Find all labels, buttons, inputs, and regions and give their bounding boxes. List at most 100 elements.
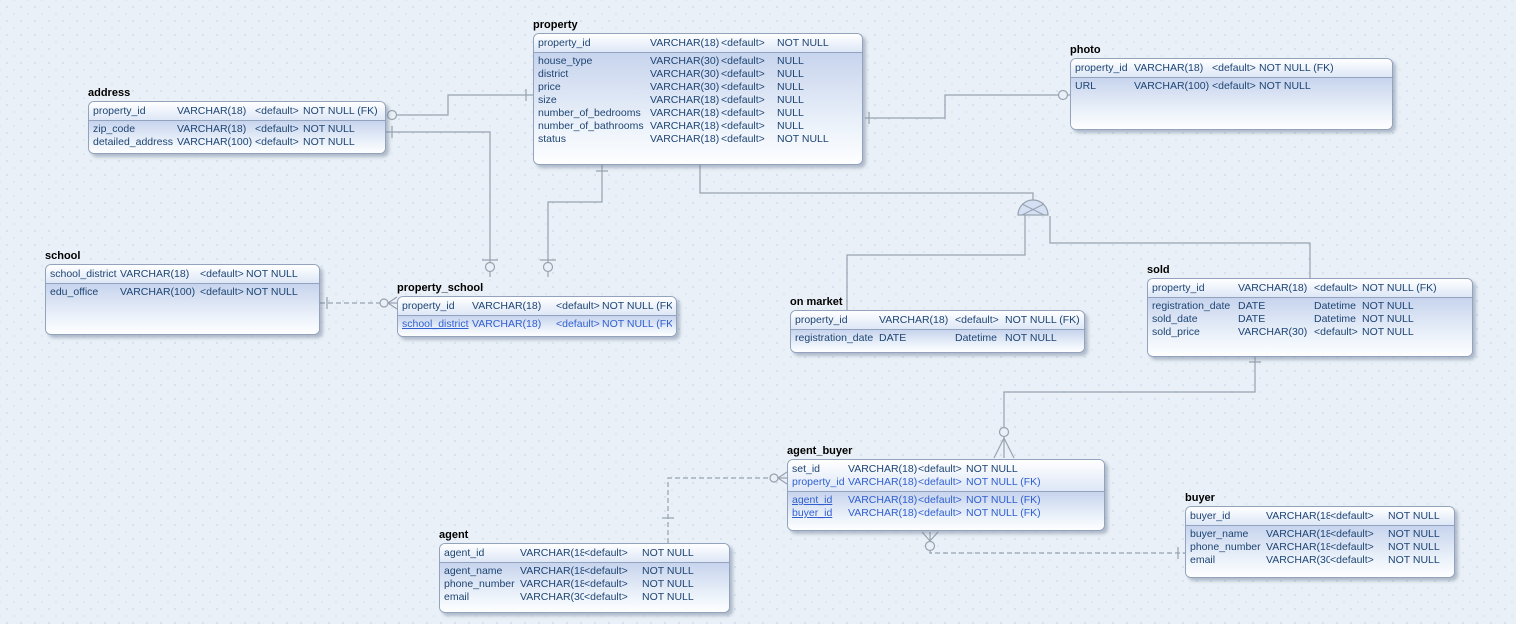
- relationship-property-category[interactable]: [699, 165, 1034, 200]
- relationship-address-property_school[interactable]: [386, 126, 498, 277]
- attr-constraint: NOT NULL: [1005, 332, 1057, 344]
- attr-type: VARCHAR(18): [1266, 528, 1330, 540]
- attr-name: property_id: [1152, 282, 1205, 294]
- relationship-property-photo[interactable]: [865, 89, 1070, 125]
- relationship-category-on_market[interactable]: [846, 215, 1026, 310]
- attr-name: property_id: [538, 37, 591, 49]
- attr-type: VARCHAR(18): [520, 578, 584, 590]
- attr-constraint: NOT NULL (FK): [1259, 62, 1334, 74]
- category-discriminator-icon[interactable]: [1017, 199, 1049, 216]
- attr-name: URL: [1075, 80, 1097, 92]
- attr-constraint: NOT NULL: [1259, 80, 1311, 92]
- attr-name: agent_id: [444, 547, 485, 559]
- attr-default: Datetime: [1314, 300, 1357, 312]
- attr-default: <default>: [918, 463, 962, 475]
- entity-label-sold: sold: [1147, 264, 1170, 276]
- attr-constraint: NULL: [777, 55, 804, 67]
- relationship-school-property_school[interactable]: [320, 296, 398, 310]
- attr-name: school_district: [50, 268, 117, 280]
- attr-default: <default>: [584, 547, 628, 559]
- relationship-agent-agent_buyer[interactable]: [662, 471, 788, 543]
- attr-name: price: [538, 81, 561, 93]
- attr-constraint: NOT NULL: [1362, 326, 1414, 338]
- attr-constraint: NOT NULL: [246, 268, 298, 280]
- attr-name: set_id: [792, 463, 821, 475]
- attr-name: number_of_bedrooms: [538, 107, 641, 119]
- attr-name: edu_office: [50, 286, 99, 298]
- relationship-sold-agent_buyer[interactable]: [993, 357, 1261, 459]
- attr-default: <default>: [584, 578, 628, 590]
- relationship-property-property_school[interactable]: [540, 165, 608, 277]
- attr-type: VARCHAR(30): [650, 68, 720, 80]
- attr-constraint: NOT NULL: [642, 591, 694, 603]
- attr-name: detailed_address: [93, 136, 173, 148]
- attr-type: VARCHAR(18): [177, 123, 247, 135]
- attr-type: VARCHAR(30): [650, 55, 720, 67]
- relationship-category-sold[interactable]: [1049, 216, 1311, 278]
- relationship-buyer-agent_buyer[interactable]: [921, 531, 1185, 559]
- attr-constraint: NOT NULL: [642, 578, 694, 590]
- attr-name: school_district: [402, 318, 469, 330]
- attr-default: <default>: [918, 507, 962, 519]
- attr-type: VARCHAR(18): [520, 547, 584, 559]
- attr-name: registration_date: [795, 332, 874, 344]
- attr-constraint: NOT NULL (FK): [1005, 314, 1080, 326]
- attr-default: <default>: [584, 591, 628, 603]
- attr-type: VARCHAR(18): [848, 507, 918, 519]
- entity-label-school: school: [45, 250, 81, 262]
- attr-default: <default>: [918, 494, 962, 506]
- relationship-property-address[interactable]: [386, 89, 534, 121]
- attr-default: <default>: [255, 136, 299, 148]
- attr-type: VARCHAR(18): [177, 105, 247, 117]
- attr-constraint: NOT NULL: [1362, 313, 1414, 325]
- attr-name: agent_name: [444, 565, 503, 577]
